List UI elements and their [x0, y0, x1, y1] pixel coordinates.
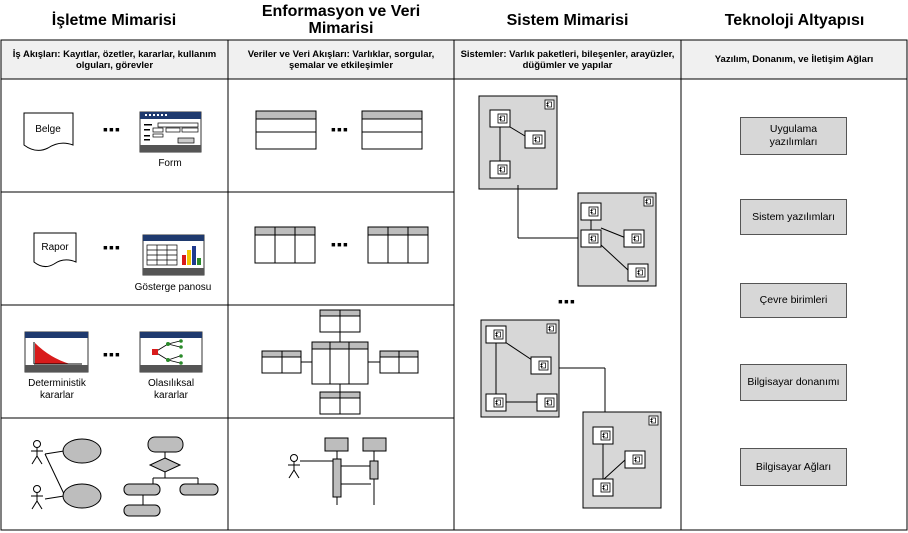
column-subtitle-business: İş Akışları: Kayıtlar, özetler, kararlar… — [1, 40, 228, 79]
tech-box-networks: Bilgisayar Ağları — [740, 448, 847, 486]
document-shape-belge — [23, 112, 74, 151]
ellipsis-2: ▪▪▪ — [103, 239, 121, 255]
column-title-technology: Teknoloji Altyapısı — [724, 11, 865, 29]
schema-diagram — [261, 309, 419, 415]
system-package-2 — [577, 192, 657, 287]
sequence-diagram — [287, 437, 387, 505]
query-table-1 — [254, 226, 316, 264]
column-title-business: İşletme Mimarisi — [51, 11, 177, 29]
entity-table-2 — [361, 110, 423, 150]
probabilistic-tree-icon — [139, 331, 203, 373]
system-package-3 — [480, 319, 606, 418]
system-package-4 — [582, 411, 662, 509]
rapor-label: Rapor — [41, 242, 69, 253]
tech-box-hardware: Bilgisayar donanımı — [740, 364, 847, 401]
tech-box-peripherals: Çevre birimleri — [740, 283, 847, 318]
ellipsis-5: ▪▪▪ — [331, 236, 349, 252]
column-subtitle-technology: Yazılım, Donanım, ve İletişim Ağları — [681, 40, 907, 79]
column-subtitle-system: Sistemler: Varlık paketleri, bileşenler,… — [454, 40, 681, 79]
dashboard-icon — [142, 234, 205, 276]
ellipsis-6: ▪▪▪ — [558, 293, 576, 309]
tech-box-system-software: Sistem yazılımları — [740, 199, 847, 235]
tech-box-application-software: Uygulama yazılımları — [740, 117, 847, 155]
column-subtitle-information: Veriler ve Veri Akışları: Varlıklar, sor… — [228, 40, 454, 79]
ellipsis-1: ▪▪▪ — [103, 121, 121, 137]
grid-lines — [0, 39, 908, 531]
form-label: Form — [158, 158, 181, 169]
column-title-system: Sistem Mimarisi — [506, 11, 629, 29]
activity-diagram — [123, 436, 219, 517]
column-title-information: Enformasyon ve Veri Mimarisi — [261, 3, 421, 37]
deterministic-chart-icon — [24, 331, 89, 373]
belge-label: Belge — [35, 124, 61, 135]
ellipsis-4: ▪▪▪ — [331, 121, 349, 137]
gosterge-label: Gösterge panosu — [135, 282, 212, 293]
document-shape-rapor — [33, 232, 77, 268]
ellipsis-3: ▪▪▪ — [103, 346, 121, 362]
entity-table-1 — [255, 110, 317, 150]
use-case-diagram — [30, 438, 102, 510]
query-table-2 — [367, 226, 429, 264]
system-package-1 — [478, 95, 581, 239]
form-icon — [139, 111, 202, 153]
